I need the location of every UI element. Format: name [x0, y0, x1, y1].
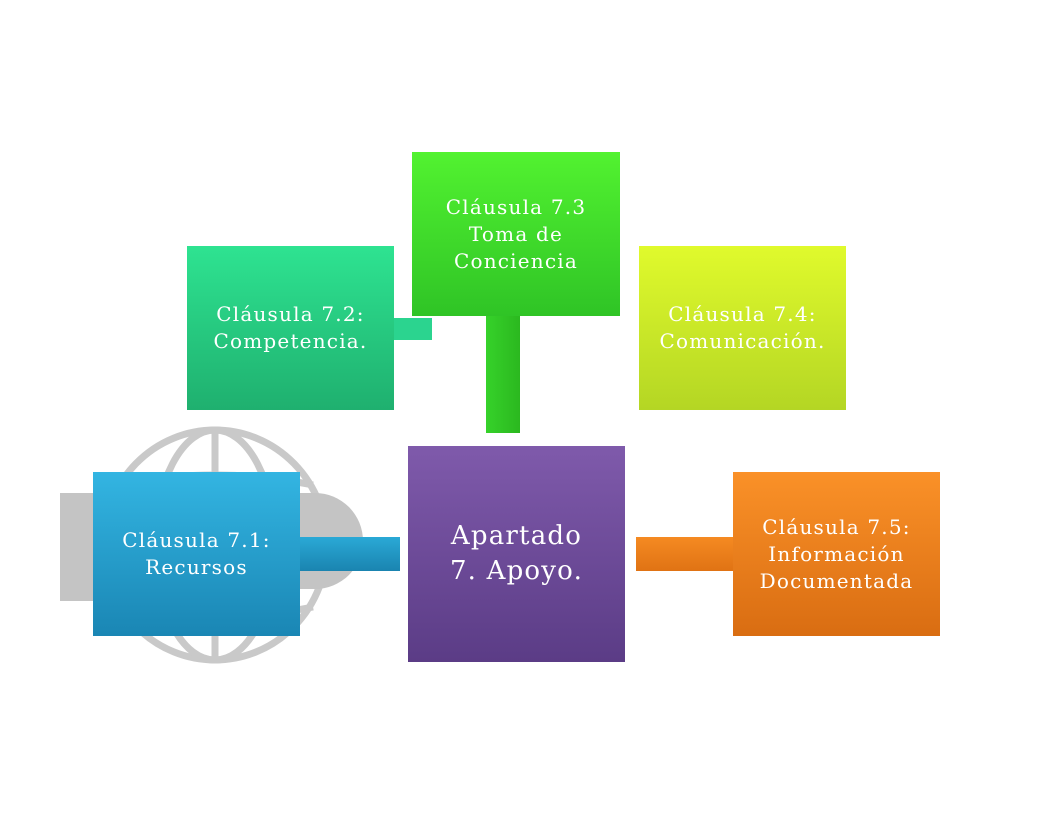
node-clausula-7-1: Cláusula 7.1: Recursos	[93, 472, 300, 636]
node-label: Cláusula 7.1: Recursos	[122, 528, 271, 579]
node-label: Cláusula 7.4: Comunicación.	[659, 302, 826, 353]
connector-7-2-7-3	[392, 318, 432, 340]
center-apartado-7: Apartado 7. Apoyo.	[408, 446, 625, 662]
connector-center-7-1	[296, 537, 400, 571]
node-clausula-7-5: Cláusula 7.5: Información Documentada	[733, 472, 940, 636]
connector-center-7-3	[486, 312, 520, 433]
node-clausula-7-3: Cláusula 7.3 Toma de Conciencia	[412, 152, 620, 316]
node-label: Cláusula 7.5: Información Documentada	[759, 514, 914, 593]
center-label: Apartado 7. Apoyo.	[449, 520, 584, 586]
node-label: Cláusula 7.2: Competencia.	[213, 302, 368, 353]
node-clausula-7-4: Cláusula 7.4: Comunicación.	[639, 246, 846, 410]
connector-center-7-5	[636, 537, 736, 571]
node-label: Cláusula 7.3 Toma de Conciencia	[445, 194, 587, 273]
node-clausula-7-2: Cláusula 7.2: Competencia.	[187, 246, 394, 410]
